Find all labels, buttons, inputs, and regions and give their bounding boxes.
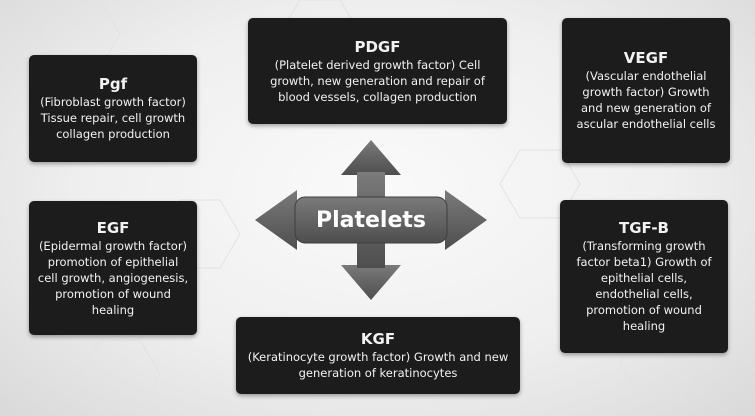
arrow-left-head [255, 190, 297, 250]
arrow-right-head [445, 190, 487, 250]
pgf-description: (Fibroblast growth factor) Tissue repair… [40, 95, 186, 141]
pgf-box: Pgf (Fibroblast growth factor) Tissue re… [29, 55, 197, 162]
egf-title: EGF [96, 218, 130, 237]
vegf-title: VEGF [623, 49, 669, 67]
tgfb-description: (Transforming growth factor beta1) Growt… [576, 239, 712, 333]
kgf-description: (Keratinocyte growth factor) Growth and … [247, 350, 509, 380]
platelets-label: Platelets [315, 207, 427, 233]
tgfb-box: TGF-B (Transforming growth factor beta1)… [560, 200, 728, 353]
vegf-box: VEGF (Vascular endothelial growth factor… [562, 18, 730, 163]
four-way-arrow-icon [255, 140, 487, 300]
egf-box: EGF (Epidermal growth factor) promotion … [29, 201, 197, 335]
pdgf-box: PDGF (Platelet derived growth factor) Ce… [248, 18, 507, 124]
egf-description: (Epidermal growth factor) promotion of e… [37, 238, 189, 317]
pdgf-description: (Platelet derived growth factor) Cell gr… [270, 57, 485, 104]
pgf-title: Pgf [98, 75, 128, 93]
tgfb-title: TGF-B [619, 219, 669, 237]
kgf-box: KGF (Keratinocyte growth factor) Growth … [236, 317, 520, 394]
center-plate [294, 196, 448, 244]
pdgf-title: PDGF [354, 37, 401, 56]
kgf-title: KGF [360, 330, 396, 348]
arrow-down-head [341, 265, 401, 300]
arrow-up-head [341, 140, 401, 175]
vegf-description: (Vascular endothelial growth factor) Gro… [576, 69, 716, 131]
